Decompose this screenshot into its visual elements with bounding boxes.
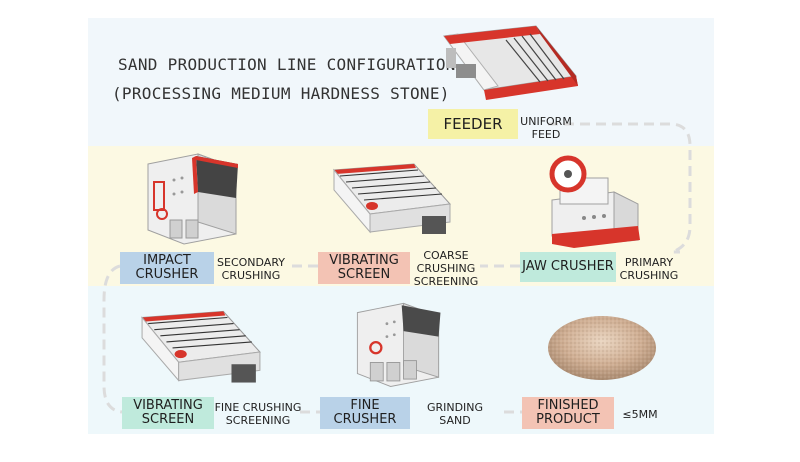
finished-product-label-line: PRODUCT	[536, 412, 600, 427]
feeder-desc: UNIFORM FEED	[520, 115, 572, 141]
vibrating-screen-desc-line: COARSE	[423, 249, 469, 262]
fine-crusher-label-line: CRUSHER	[333, 412, 397, 427]
vibrating-screen-desc: FINE CRUSHING SCREENING	[212, 401, 304, 427]
vibrating-screen-desc-line: FINE CRUSHING	[214, 401, 302, 414]
vibrating-screen-icon	[141, 310, 261, 383]
impact-crusher-desc: SECONDARY CRUSHING	[214, 256, 288, 282]
vibrating-screen-icon	[333, 163, 452, 234]
jaw-crusher-label: JAW CRUSHER	[520, 252, 616, 282]
feeder-label-line: FEEDER	[443, 115, 503, 133]
fine-crusher-label-line: FINE	[350, 398, 380, 413]
fine-crusher-icon	[356, 302, 441, 387]
vibrating-screen-desc-line: SCREENING	[225, 414, 291, 427]
impact-crusher-label: IMPACT CRUSHER	[120, 252, 214, 284]
fine-crusher-desc: GRINDING SAND	[420, 401, 490, 427]
fine-crusher-desc-line: SAND	[439, 414, 471, 427]
vibrating-screen-label-line: VIBRATING	[329, 253, 399, 268]
finished-product-desc-line: ≤5MM	[622, 408, 658, 421]
fine-crusher-label: FINE CRUSHER	[320, 397, 410, 429]
flow-connector-feeder-to-jaw	[548, 122, 692, 254]
feeder-desc-line: FEED	[531, 128, 561, 141]
finished-product-label-line: FINISHED	[537, 398, 599, 413]
jaw-crusher-label-line: JAW CRUSHER	[522, 259, 614, 274]
impact-crusher-label-line: IMPACT	[143, 253, 191, 268]
vibrating-feeder-icon	[443, 25, 578, 100]
feeder-label: FEEDER	[428, 109, 518, 139]
jaw-crusher-desc-line: PRIMARY	[624, 256, 674, 269]
flow-connector-impact-to-vib2	[102, 264, 123, 414]
jaw-crusher-icon	[549, 155, 640, 248]
vibrating-screen-desc-line: SCREENING	[413, 275, 479, 288]
vibrating-screen-desc: COARSE CRUSHING SCREENING	[410, 249, 482, 288]
impact-crusher-label-line: CRUSHER	[135, 267, 199, 282]
impact-crusher-desc-line: CRUSHING	[221, 269, 281, 282]
vibrating-screen-label-line: SCREEN	[141, 412, 195, 427]
feeder-desc-line: UNIFORM	[520, 115, 572, 128]
vibrating-screen-label: VIBRATING SCREEN	[318, 252, 410, 284]
jaw-crusher-desc: PRIMARY CRUSHING	[618, 256, 680, 282]
fine-crusher-desc-line: GRINDING	[426, 401, 484, 414]
diagram-title: SAND PRODUCTION LINE CONFIGURATION	[118, 55, 456, 74]
finished-product-desc: ≤5MM	[618, 408, 662, 421]
impact-crusher-desc-line: SECONDARY	[217, 256, 285, 269]
jaw-crusher-desc-line: CRUSHING	[619, 269, 679, 282]
vibrating-screen-desc-line: CRUSHING	[416, 262, 476, 275]
finished-product-label: FINISHED PRODUCT	[522, 397, 614, 429]
diagram-subtitle: (PROCESSING MEDIUM HARDNESS STONE)	[112, 84, 450, 103]
sand-pile-icon	[548, 316, 656, 380]
top-band	[88, 18, 714, 146]
vibrating-screen-label: VIBRATING SCREEN	[122, 397, 214, 429]
vibrating-screen-label-line: VIBRATING	[133, 398, 203, 413]
vibrating-screen-label-line: SCREEN	[337, 267, 391, 282]
impact-crusher-icon	[147, 153, 238, 245]
